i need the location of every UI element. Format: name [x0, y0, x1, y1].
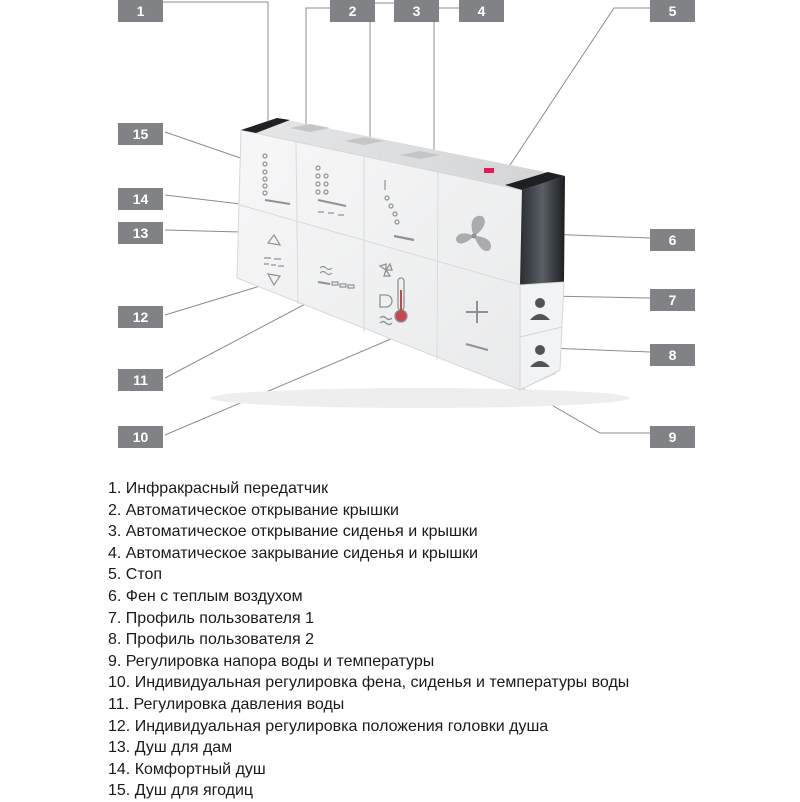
callout-3: 3: [394, 0, 439, 22]
legend-item: 13. Душ для дам: [108, 739, 233, 757]
top-button-close: [400, 151, 440, 159]
leader-10: [164, 335, 399, 436]
callout-label: 8: [668, 347, 677, 363]
callout-15: 15: [118, 123, 163, 145]
callout-label: 9: [668, 429, 677, 445]
leader-8: [547, 347, 651, 353]
leader-11: [164, 291, 329, 379]
right-side-face: [520, 176, 565, 285]
top-left-cap: [241, 118, 290, 133]
callout-label: 15: [132, 126, 149, 142]
remote-control-diagram: 1 2 3 4 5 6 7 8 9 10 11 12 13 14 15: [118, 0, 695, 448]
callout-label: 3: [412, 3, 421, 19]
user-profile-1-button[interactable]: [530, 298, 550, 320]
leader-12: [164, 282, 271, 316]
top-button-open-seat: [344, 137, 384, 145]
callout-12: 12: [118, 306, 163, 328]
shower-position-icon[interactable]: [264, 233, 284, 287]
comfort-shower-icon[interactable]: [315, 165, 347, 216]
legend-item: 8. Профиль пользователя 2: [108, 631, 314, 649]
remote-control-illustration: [145, 1, 651, 436]
callout-5: 5: [650, 0, 695, 22]
user-profile-icon: [530, 298, 550, 320]
profile-divider: [519, 326, 563, 338]
water-temperature-adjust: [465, 301, 489, 351]
callout-7: 7: [650, 289, 695, 311]
legend-item: 11. Регулировка давления воды: [108, 695, 345, 713]
legend-item: 3. Автоматическое открывание сиденья и к…: [108, 523, 478, 541]
legend-list: 1. Инфракрасный передатчик 2. Автоматиче…: [108, 478, 629, 802]
user-profile-2-button[interactable]: [530, 345, 550, 367]
callout-label: 4: [477, 3, 486, 19]
legend-item: 5. Стоп: [108, 566, 163, 584]
legend-item: 14. Комфортный душ: [108, 760, 266, 778]
stop-led[interactable]: [484, 168, 494, 173]
leader-1: [145, 1, 269, 128]
bidet-buttocks-icon[interactable]: [262, 153, 291, 205]
device-shadow: [210, 388, 630, 408]
callout-label: 11: [133, 372, 148, 388]
legend-item: 7. Профиль пользователя 1: [108, 609, 314, 627]
water-pressure-icon[interactable]: [317, 265, 355, 289]
callout-label: 12: [132, 309, 149, 325]
callout-11: 11: [118, 369, 163, 391]
leader-4: [433, 7, 459, 150]
minus-icon[interactable]: [465, 343, 489, 351]
lady-shower-icon[interactable]: [384, 180, 415, 242]
callout-label: 5: [668, 3, 677, 19]
leader-3: [369, 2, 394, 145]
callout-label: 10: [132, 429, 149, 445]
callout-10: 10: [118, 426, 163, 448]
legend-item: 10. Индивидуальная регулировка фена, сид…: [108, 674, 630, 692]
callout-14: 14: [118, 188, 163, 210]
top-right-cap: [505, 172, 565, 190]
top-button-open-lid: [290, 124, 330, 132]
callout-label: 6: [668, 232, 677, 248]
legend-item: 15. Душ для ягодиц: [108, 782, 254, 800]
callout-1: 1: [118, 0, 163, 22]
legend-item: 2. Автоматическое открывание крышки: [108, 501, 399, 519]
remote-control-body: [210, 118, 630, 408]
callout-6: 6: [650, 229, 695, 251]
plus-icon[interactable]: [466, 301, 488, 323]
callout-label: 1: [136, 3, 145, 19]
leader-2: [305, 7, 330, 136]
legend-item: 4. Автоматическое закрывание сиденья и к…: [108, 544, 479, 562]
callout-label: 2: [348, 3, 357, 19]
legend-item: 9. Регулировка напора воды и температуры: [108, 652, 435, 670]
legend-item: 1. Инфракрасный передатчик: [108, 480, 329, 497]
panel-grid: [239, 141, 522, 361]
callout-label: 14: [132, 191, 149, 207]
callout-label: 13: [132, 225, 149, 241]
callout-13: 13: [118, 222, 163, 244]
right-side-lower-face: [519, 281, 565, 391]
callout-8: 8: [650, 344, 695, 366]
leader-5: [509, 7, 650, 166]
callout-4: 4: [459, 0, 504, 22]
callout-9: 9: [650, 426, 695, 448]
callout-2: 2: [330, 0, 375, 22]
settings-fan-seat-temperature-icon[interactable]: [378, 262, 408, 326]
user-profile-icon: [530, 345, 550, 367]
legend-item: 6. Фен с теплым воздухом: [108, 587, 303, 605]
leader-7: [547, 295, 651, 299]
leader-15: [164, 131, 253, 163]
legend-item: 12. Индивидуальная регулировка положения…: [108, 717, 549, 735]
callout-label: 7: [668, 292, 677, 308]
leader-lines: [145, 1, 651, 436]
fan-icon[interactable]: [456, 215, 492, 252]
